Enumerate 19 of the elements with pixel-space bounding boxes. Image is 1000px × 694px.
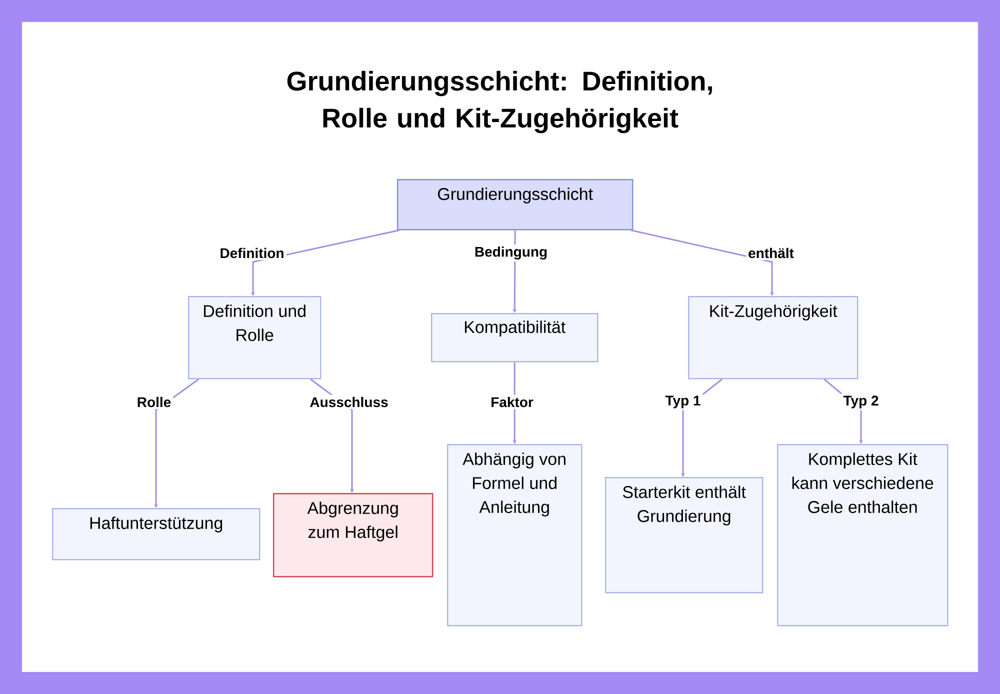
process-box: Haftunterstützung [52, 508, 260, 560]
edge-label: Bedingung [472, 244, 550, 262]
edge-label: Rolle [134, 394, 174, 410]
edge-label: Definition [218, 246, 286, 260]
process-box: Komplettes Kit kann verschiedene Gele enthalten [777, 444, 948, 626]
process-box: Kit-Zugehörigkeit [688, 296, 858, 380]
edge-label: Ausschluss [308, 394, 390, 410]
edge-label: Faktor [488, 394, 536, 410]
edge-label: Typ 2 [841, 394, 881, 410]
process-box: Kompatibilität [431, 313, 598, 362]
process-box: Definition und Rolle [188, 296, 322, 380]
title: Grundierungsschicht: Definition, Rolle und Kit-Zugehörigkeit [287, 70, 712, 134]
process-box: Abhängig von Formel und Anleitung [447, 444, 582, 626]
process-box: Abgrenzung zum Haftgel [273, 493, 434, 578]
process-box: Grundierungsschicht [397, 179, 634, 230]
edge-label: Typ 1 [663, 394, 703, 410]
process-box: Starterkit enthält Grundierung [605, 477, 764, 594]
arrow [630, 229, 774, 296]
edge-label: enthält [746, 246, 796, 260]
